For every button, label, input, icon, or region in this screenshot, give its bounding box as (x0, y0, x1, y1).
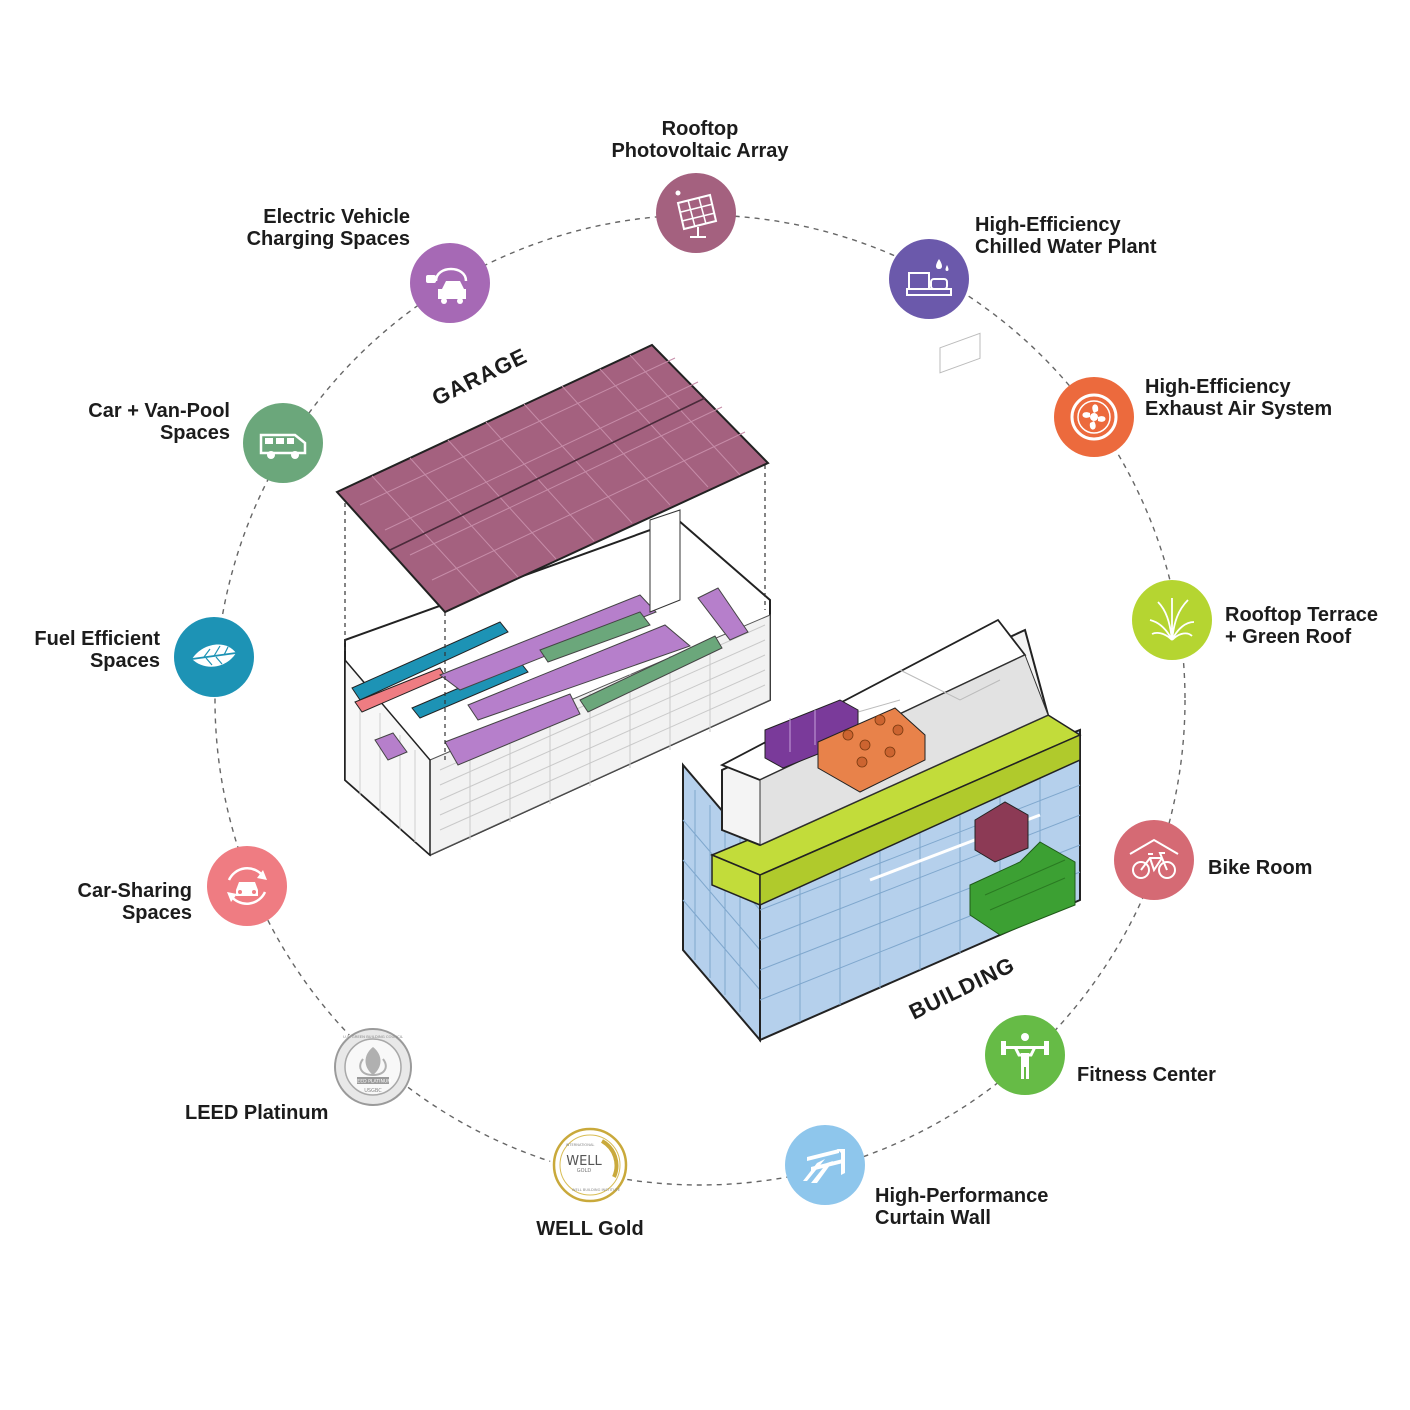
leed-platinum-seal: LEED PLATINUM USGBC U.S. GREEN BUILDING … (333, 1027, 413, 1107)
well-seal-top: INTERNATIONAL (566, 1143, 595, 1147)
green-roof-label: Rooftop Terrace+ Green Roof (1225, 604, 1378, 648)
car-cycle-icon (227, 867, 267, 905)
van-icon (259, 433, 307, 459)
fuel-efficient-badge (174, 617, 254, 697)
ev-charger-icon (426, 267, 468, 304)
bike-room-label: Bike Room (1208, 857, 1313, 879)
well-seal-word: WELL (566, 1154, 602, 1169)
fan-icon (1070, 393, 1118, 441)
weightlifter-icon (1001, 1033, 1049, 1079)
curtain-wall-badge (785, 1125, 865, 1205)
chilled-water-badge (889, 239, 969, 319)
fitness-badge (985, 1015, 1065, 1095)
solar-panel-icon (675, 190, 718, 238)
exhaust-air-badge (1054, 377, 1134, 457)
bike-room-badge (1114, 820, 1194, 900)
fitness-label: Fitness Center (1077, 1064, 1216, 1086)
leed-seal-bottom-text: USGBC (364, 1088, 382, 1094)
curtain-wall-icon (803, 1149, 845, 1183)
rooftop-pv-badge (656, 173, 736, 253)
well-seal-ring: WELL BUILDING INSTITUTE (572, 1188, 621, 1192)
well-seal-graphic: WELL GOLD INTERNATIONAL WELL BUILDING IN… (552, 1127, 628, 1203)
leed-seal-graphic: LEED PLATINUM USGBC U.S. GREEN BUILDING … (334, 1028, 412, 1106)
green-roof-badge (1132, 580, 1212, 660)
leed-platinum-label: LEED Platinum (185, 1102, 329, 1124)
leed-seal-ring-text: U.S. GREEN BUILDING COUNCIL (343, 1034, 404, 1039)
bicycle-icon (1129, 838, 1179, 879)
leaf-icon (191, 644, 237, 667)
chiller-icon (906, 259, 952, 296)
well-gold-seal: WELL GOLD INTERNATIONAL WELL BUILDING IN… (550, 1125, 630, 1205)
car-sharing-badge (207, 846, 287, 926)
carpool-badge (243, 403, 323, 483)
leed-seal-mid-text: LEED PLATINUM (355, 1079, 392, 1085)
grass-icon (1149, 598, 1195, 641)
well-gold-label: WELL Gold (536, 1218, 644, 1240)
ev-charging-badge (410, 243, 490, 323)
well-seal-sub: GOLD (577, 1168, 592, 1174)
